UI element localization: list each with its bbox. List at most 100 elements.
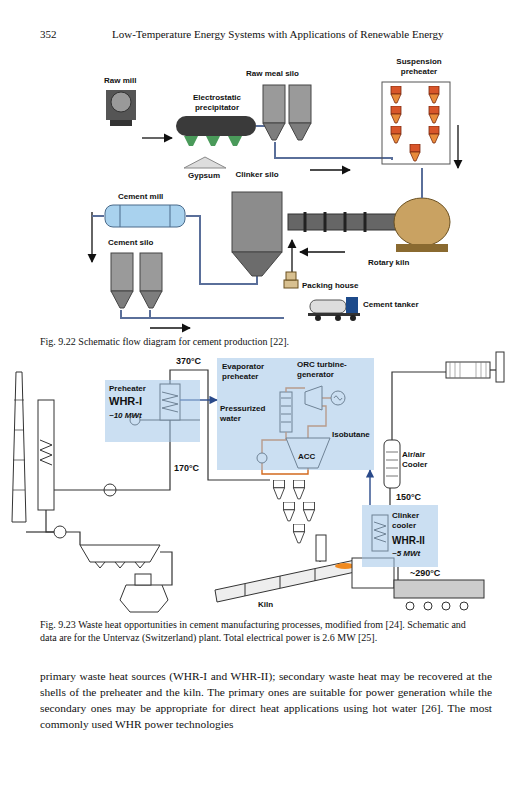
process-pipe xyxy=(92,92,392,318)
bag-filter xyxy=(80,545,160,562)
fin-cooler xyxy=(446,362,490,378)
air-cooler xyxy=(386,452,398,476)
clinker-cooler-machine xyxy=(406,602,414,610)
raw-mill-icon xyxy=(110,120,132,126)
water-pipe xyxy=(200,399,217,400)
part-label: Cement mill xyxy=(118,192,188,202)
cyclone-tower xyxy=(293,524,304,543)
cement-silo xyxy=(111,253,133,308)
chimney xyxy=(13,400,25,490)
process-pipe xyxy=(92,215,104,217)
flow-arrow xyxy=(291,240,292,275)
body-paragraph: primary waste heat sources (WHR-I and WH… xyxy=(40,668,492,732)
region-text: Preheater xyxy=(109,384,169,394)
water-pipe xyxy=(369,470,370,505)
flow-arrow xyxy=(310,169,350,170)
rotary-kiln xyxy=(396,244,448,252)
raw-mill-icon xyxy=(106,90,136,126)
raw-mill xyxy=(135,574,151,585)
suspension-preheater xyxy=(382,82,450,164)
flow-arrow xyxy=(91,212,92,262)
part-label: ~290°C xyxy=(410,568,458,579)
fin-cooler xyxy=(496,352,504,382)
suspension-preheater xyxy=(382,82,450,164)
cyclone-tower xyxy=(273,480,284,499)
raw-mill-icon xyxy=(111,92,131,112)
cement-mill xyxy=(105,205,185,227)
clinker-cooler-machine xyxy=(394,580,484,598)
electrostatic-precipitator xyxy=(176,116,256,136)
rotary-kiln xyxy=(421,168,423,198)
suspension-preheater xyxy=(391,86,401,103)
clinker-silo xyxy=(232,192,282,276)
raw-mill-icon xyxy=(106,90,136,120)
suspension-preheater xyxy=(429,86,439,103)
electrostatic-precipitator xyxy=(184,136,242,146)
air-cooler xyxy=(384,440,400,488)
part-label: Kiln xyxy=(258,600,288,610)
whr-region: Clinker coolerWHR-II~5 MWt xyxy=(362,505,438,567)
kiln-tube xyxy=(215,560,355,602)
cement-tanker xyxy=(315,315,321,321)
clinker-cooler-machine xyxy=(442,602,450,610)
cyclone-tower xyxy=(303,502,314,521)
suspension-preheater xyxy=(410,144,420,161)
fin-cooler xyxy=(450,362,486,378)
cement-mill xyxy=(120,205,170,227)
running-header: 352 xyxy=(40,28,80,41)
flow-arrow xyxy=(92,125,458,328)
cement-tanker xyxy=(346,297,358,314)
part-label: Electrostatic precipitator xyxy=(176,93,258,112)
electrostatic-precipitator xyxy=(176,116,256,146)
rotary-kiln xyxy=(288,168,450,252)
gas-duct xyxy=(26,531,54,532)
region-text: ACC xyxy=(298,452,320,462)
cyclone-tower xyxy=(273,480,326,561)
cement-tanker xyxy=(350,315,356,321)
part-label: Clinker silo xyxy=(234,170,280,180)
clinker-silo xyxy=(232,192,282,252)
part-label: Rotary kiln xyxy=(368,258,438,268)
cement-tanker xyxy=(308,297,360,321)
rotary-kiln xyxy=(394,198,450,246)
part-label: Cement silo xyxy=(108,238,178,248)
cement-silo xyxy=(140,253,162,308)
gas-duct xyxy=(389,488,390,505)
suspension-preheater xyxy=(429,106,439,123)
part-label: 150°C xyxy=(396,492,436,503)
raw-meal-silo xyxy=(263,85,311,140)
gas-duct xyxy=(392,372,446,440)
scrubber-column xyxy=(38,400,54,510)
air-cooler xyxy=(384,440,400,488)
part-label: 170°C xyxy=(174,463,208,474)
part-label: Suspension preheater xyxy=(380,57,458,76)
region-text: ORC turbine-generator xyxy=(297,360,370,379)
bag-filter xyxy=(80,545,160,568)
packing-house xyxy=(286,272,296,280)
bag-filter xyxy=(95,562,145,568)
suspension-preheater xyxy=(429,126,439,143)
raw-mill xyxy=(120,585,168,612)
raw-meal-silo xyxy=(263,85,285,140)
cement-mill xyxy=(105,205,185,227)
part-label: Raw meal silo xyxy=(246,69,326,79)
part-label: Packing house xyxy=(302,281,372,291)
part-label: Fig. 9.22 Schematic flow diagram for cem… xyxy=(40,336,500,348)
cement-silo xyxy=(111,253,162,308)
packing-house xyxy=(284,280,298,288)
clinker-cooler-machine xyxy=(394,580,484,610)
running-header: Low-Temperature Energy Systems with Appl… xyxy=(112,28,492,41)
clinker-cooler-machine xyxy=(460,602,468,610)
gypsum-pile xyxy=(184,157,226,168)
flow-arrow xyxy=(142,137,172,138)
suspension-preheater xyxy=(391,126,401,143)
chimney xyxy=(12,372,26,522)
region-text: WHR-II xyxy=(392,535,436,547)
kiln-tube xyxy=(215,560,355,602)
part-label: Raw mill xyxy=(104,76,164,86)
cyclone-tower xyxy=(283,502,294,521)
chimney xyxy=(12,372,26,522)
whr-region: PreheaterWHR-I~10 MWt xyxy=(105,380,200,442)
gas-duct xyxy=(46,510,80,545)
